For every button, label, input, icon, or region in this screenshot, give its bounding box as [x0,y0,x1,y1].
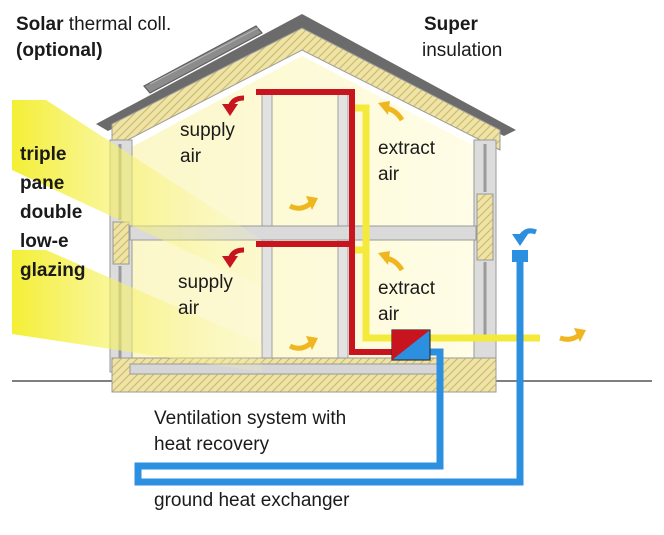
ground-heat-exchanger-pipe [134,258,524,486]
glazing-line-3: double [20,202,83,223]
solar-label-rest: thermal coll. [63,14,172,35]
extract-air-lower-label: extract air [378,276,435,328]
solar-label-bold: Solar [16,14,64,35]
ventilation-label: Ventilation system with heat recovery [154,406,346,458]
solar-optional-label: (optional) [16,40,103,61]
sunlight-lower [12,250,262,372]
supply-lower-line-1: supply [178,272,233,293]
insulation-label: insulation [422,40,503,61]
supply-air-lower-label: supply air [178,270,233,322]
extract-lower-line-1: extract [378,278,436,299]
house-interior [126,56,482,366]
supply-lower-line-2: air [178,298,200,319]
super-label: Super [424,14,478,35]
glazing-line-5: glazing [20,260,86,281]
glazing-line-4: low-e [20,231,69,252]
solar-collector-icon [143,25,263,94]
solar-collector-label: Solar thermal coll. [16,14,171,35]
glazing-line-1: triple [20,144,67,165]
glazing-line-2: pane [20,173,65,194]
flow-arrow-icon [222,95,586,351]
extract-duct [352,104,392,342]
glazing-label: triple pane double low-e glazing [20,140,85,285]
sunlight-upper [12,100,262,286]
extract-air-upper-label: extract air [378,136,435,188]
extract-lower-line-2: air [378,304,400,325]
ventilation-line-1: Ventilation system with [154,408,347,429]
ground-heat-exchanger-label: ground heat exchanger [154,490,350,511]
air-intake-icon [512,250,528,262]
supply-air-upper-label: supply air [180,118,235,170]
heat-recovery-unit-icon [391,329,431,361]
extract-upper-line-1: extract [378,138,436,159]
supply-upper-line-1: supply [180,120,235,141]
supply-upper-line-2: air [180,146,202,167]
ventilation-line-2: heat recovery [154,434,270,455]
extract-upper-line-2: air [378,164,400,185]
supply-duct [256,89,394,355]
